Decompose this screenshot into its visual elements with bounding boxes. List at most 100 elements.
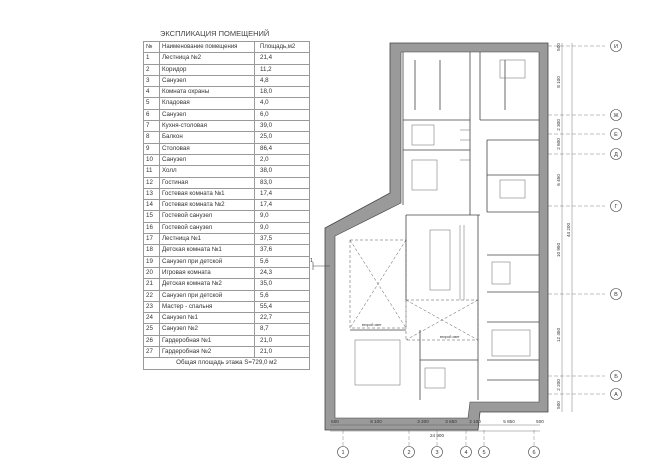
room-name: Комната охраны	[159, 86, 255, 99]
building-outline	[324, 42, 549, 431]
dimension-right: 12 450	[556, 328, 561, 342]
dimension-right: 500	[556, 401, 561, 409]
dimension-right: 6 450	[556, 174, 561, 186]
axis-marker-bottom: 6	[528, 446, 540, 458]
dimension-texts: 500 8 100 3 200 3 650 2 100 5 850 500 24 900 500…	[331, 43, 571, 438]
room-name: Гостевая комната №1	[159, 187, 255, 201]
dimension-lines	[330, 43, 573, 432]
room-number: 10	[143, 153, 160, 167]
header-area: Площадь,м2	[254, 40, 310, 54]
axis-label: Д	[614, 152, 618, 158]
axis-marker-right: Д	[610, 148, 622, 160]
axis-label: 1	[341, 450, 344, 456]
interior-walls	[350, 52, 539, 400]
room-name: Санузел при детской	[159, 289, 255, 302]
axis-label: 5	[482, 450, 485, 456]
dimension-right: 2 600	[556, 138, 561, 150]
room-name: Гостевой санузел	[159, 221, 255, 235]
axis-label: 3	[435, 450, 438, 456]
room-area: 25,0	[254, 131, 310, 144]
axis-label: Е	[614, 132, 618, 138]
dimension-bottom: 8 100	[370, 419, 382, 424]
room-name: Детская комната №2	[159, 278, 255, 291]
bottom-axis-grid	[342, 430, 535, 447]
room-name: Гардеробная №2	[159, 346, 255, 359]
right-axis-markers: И Ж Е Д Г В Б А	[610, 40, 622, 400]
room-name: Игровая комната	[159, 266, 255, 280]
dimension-bottom: 500	[331, 419, 339, 424]
dimension-bottom: 3 650	[445, 419, 457, 424]
axis-marker-right: Е	[610, 128, 622, 140]
second-light-label-2: второй свет	[440, 335, 460, 339]
axis-label: 6	[532, 450, 535, 456]
room-name: Гостевая комната №2	[159, 199, 255, 212]
room-number: 23	[143, 300, 160, 314]
axis-label: 4	[464, 450, 467, 456]
axis-label: Ж	[613, 113, 618, 119]
schedule-header-row: № Наименование помещения Площадь,м2	[143, 40, 310, 54]
dimension-right: 10 950	[556, 243, 561, 257]
room-area: 5,6	[254, 255, 310, 268]
room-name: Гардеробная №1	[159, 334, 255, 348]
dimension-right: 8 100	[556, 76, 561, 88]
dimension-right-total: 44 200	[566, 223, 571, 237]
schedule-title: ЭКСПЛИКАЦИЯ ПОМЕЩЕНИЙ	[160, 29, 270, 38]
furniture	[354, 59, 531, 389]
schedule-total: Общая площадь этажа S=729,0 м2	[143, 357, 310, 370]
axis-label: Б	[614, 374, 618, 380]
axis-label: А	[614, 392, 618, 398]
room-number: 15	[143, 210, 160, 223]
right-axis-grid	[548, 45, 605, 395]
section-mark	[312, 262, 330, 270]
dimension-bottom: 500	[536, 419, 544, 424]
room-area: 2,0	[254, 153, 310, 167]
dimension-bottom: 5 850	[503, 419, 515, 424]
axis-label: Г	[615, 204, 618, 210]
axis-marker-bottom: 1	[337, 446, 349, 458]
dimension-bottom: 3 200	[417, 419, 429, 424]
axis-marker-bottom: 4	[460, 446, 472, 458]
axis-marker-bottom: 3	[431, 446, 443, 458]
axis-marker-right: Ж	[610, 109, 622, 121]
bottom-axis-markers: 1 2 3 4 5 6	[337, 446, 540, 458]
axis-marker-right: В	[610, 288, 622, 300]
room-number: 12	[143, 176, 160, 189]
room-name: Санузел при детской	[159, 255, 255, 268]
dimension-bottom-total: 24 900	[430, 433, 444, 438]
axis-label: 2	[407, 450, 410, 456]
dimension-right: 2 200	[556, 379, 561, 391]
second-light-voids	[349, 239, 479, 341]
axis-marker-right: А	[610, 388, 622, 400]
axis-marker-right: И	[610, 40, 622, 52]
dimension-bottom: 2 100	[469, 419, 481, 424]
axis-marker-right: Б	[610, 370, 622, 382]
schedule-total-row: Общая площадь этажа S=729,0 м2	[143, 357, 310, 370]
second-light-label-1: второй свет	[362, 323, 382, 327]
axis-marker-bottom: 5	[478, 446, 490, 458]
dimension-right: 500	[556, 43, 561, 51]
dimension-right: 2 300	[556, 119, 561, 131]
axis-marker-bottom: 2	[403, 446, 415, 458]
section-mark-label: 1	[310, 258, 313, 264]
